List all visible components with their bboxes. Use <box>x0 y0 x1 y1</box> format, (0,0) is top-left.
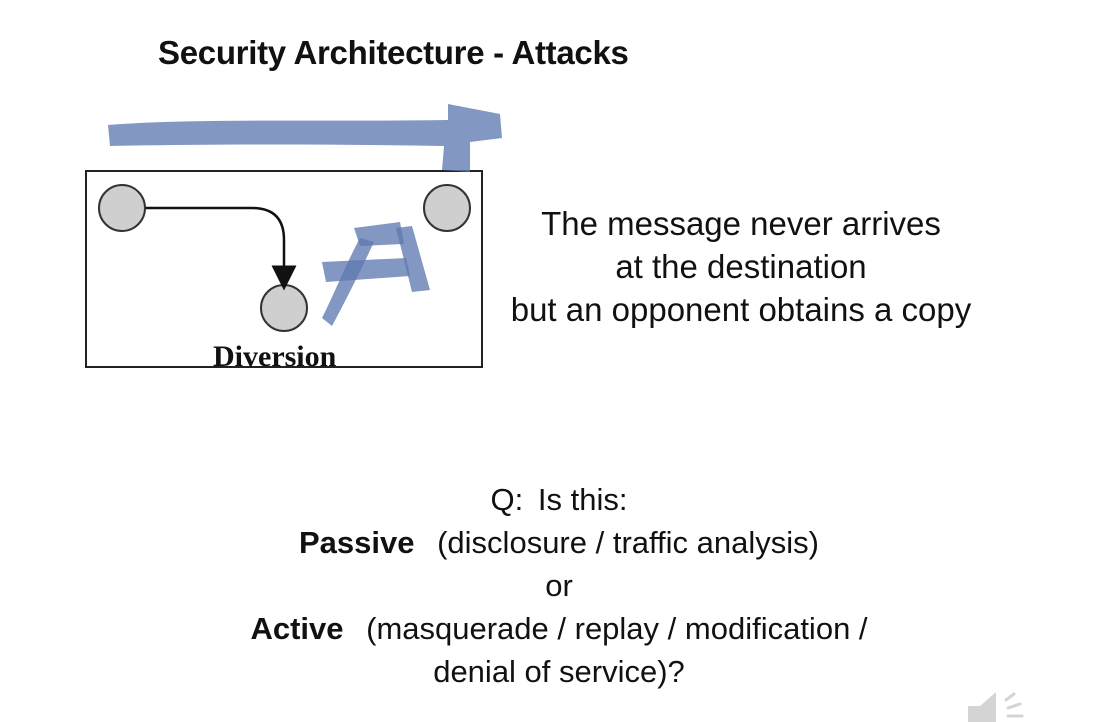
passive-label: Passive <box>298 525 415 560</box>
description-line-2: at the destination <box>615 248 867 285</box>
diversion-arrow <box>146 206 297 291</box>
active-label: Active <box>250 611 344 646</box>
source-node <box>98 184 146 232</box>
slide-title: Security Architecture - Attacks <box>158 34 629 71</box>
speaker-icon[interactable] <box>962 680 1032 722</box>
annotation-curl-vertical <box>322 238 374 326</box>
question-intro: Is this: <box>537 482 628 517</box>
question-intro-row: Q: Is this: <box>0 478 1118 521</box>
question-prefix: Q: <box>490 482 524 517</box>
annotation-curl-right <box>396 226 430 292</box>
active-examples-line2: denial of service)? <box>433 654 685 689</box>
destination-node <box>423 184 471 232</box>
diagram-label: Diversion <box>213 340 337 373</box>
description-line-3: but an opponent obtains a copy <box>510 291 972 328</box>
active-row: Active (masquerade / replay / modificati… <box>0 607 1118 650</box>
annotation-curl-left <box>322 258 410 282</box>
annotation-curl-top <box>354 222 404 246</box>
question-block: Q: Is this: Passive (disclosure / traffi… <box>0 478 1118 693</box>
active-examples-line1: (masquerade / replay / modification / <box>366 611 868 646</box>
annotation-strokes <box>108 104 502 326</box>
passive-examples: (disclosure / traffic analysis) <box>437 525 819 560</box>
diagram-box <box>85 170 483 368</box>
passive-row: Passive (disclosure / traffic analysis) <box>0 521 1118 564</box>
annotation-long-arrow <box>108 104 502 172</box>
or-row: or <box>545 568 573 603</box>
description-line-1: The message never arrives <box>541 205 941 242</box>
attack-description: The message never arrives at the destina… <box>486 202 996 331</box>
